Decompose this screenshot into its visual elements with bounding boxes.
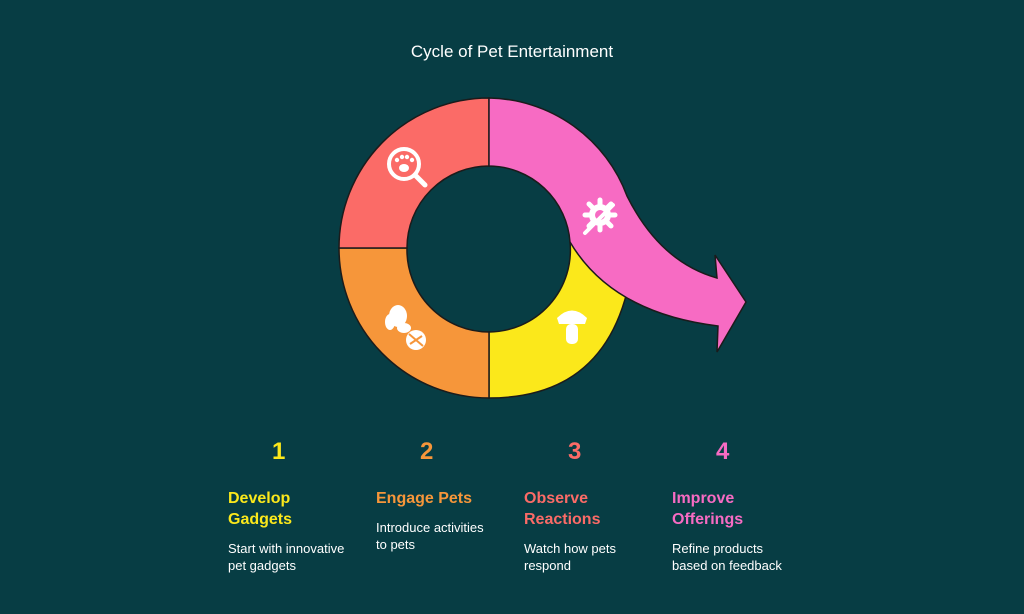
step-number: 2 <box>420 438 434 465</box>
diagram-title: Cycle of Pet Entertainment <box>410 42 614 61</box>
step-description: Start with innovative pet gadgets <box>228 541 345 573</box>
step-description: Refine products based on feedback <box>672 541 782 573</box>
segment-pink-arrow <box>488 97 747 353</box>
dog-ball-icon <box>385 305 426 350</box>
step-name: Develop Gadgets <box>228 490 293 528</box>
step-name: Observe Reactions <box>524 490 601 528</box>
step-number: 3 <box>568 438 582 465</box>
step-number: 4 <box>716 438 730 465</box>
step-description: Watch how pets respond <box>524 541 617 573</box>
step-description: Introduce activities to pets <box>376 520 484 552</box>
mushroom-lamp-icon <box>557 310 587 344</box>
step-name: Engage Pets <box>376 490 473 507</box>
gear-wrench-icon <box>582 197 618 235</box>
segment-orange <box>338 247 490 399</box>
paw-magnifier-icon <box>387 147 428 188</box>
step-name: Improve Offerings <box>672 490 744 528</box>
step-number: 1 <box>272 438 286 465</box>
